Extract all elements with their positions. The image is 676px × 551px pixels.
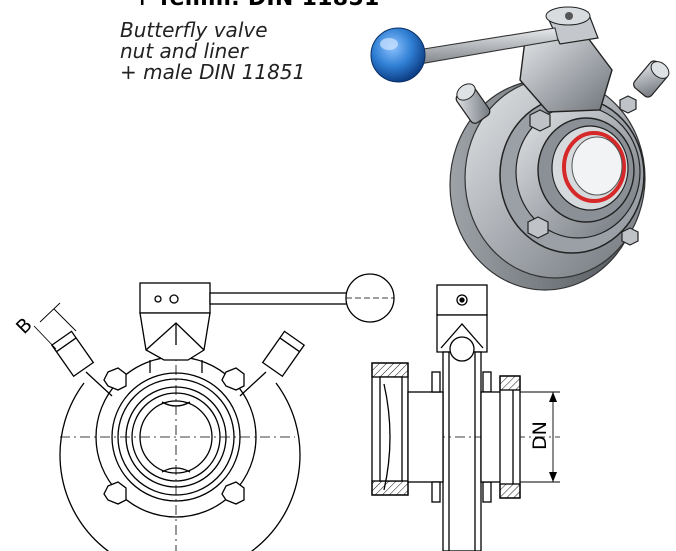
dimension-label-dn: DN xyxy=(529,421,551,450)
description-line-2: nut and liner xyxy=(120,39,248,63)
front-view-drawing xyxy=(33,273,395,551)
product-title: + femm. DIN 11851 xyxy=(133,0,380,11)
description-line-1: Butterfly valve xyxy=(120,18,268,42)
product-description: Butterfly valve nut and liner + male DIN… xyxy=(120,20,305,83)
side-section-drawing xyxy=(371,284,560,551)
valve-3d-render xyxy=(370,6,670,291)
description-line-3: + male DIN 11851 xyxy=(120,60,306,84)
dimension-label-b: B xyxy=(12,314,37,339)
